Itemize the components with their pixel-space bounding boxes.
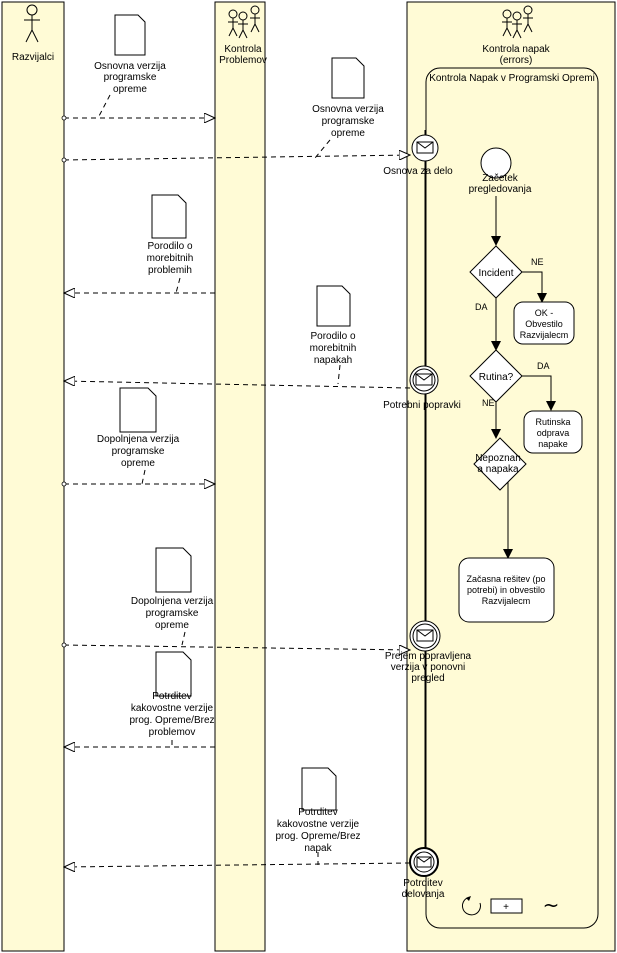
msg7-l3: prog. Opreme/Brez [129, 715, 214, 726]
msg6-l2: programske [146, 608, 199, 619]
pool-kontrola-problemov [214, 1, 266, 952]
msg3-l2: morebitnih [147, 253, 194, 264]
task-rutinska [523, 410, 583, 454]
msg2-l1: Osnovna verzija [312, 104, 384, 115]
branch-ne-1: NE [531, 257, 544, 267]
gateway-incident [469, 245, 523, 299]
task-rutinska-l2: odprava [537, 428, 570, 438]
msg1-l3: opreme [113, 84, 147, 95]
msg6-l3: opreme [155, 620, 189, 631]
pool-label-kontrola-problemov-1: Kontrola [224, 44, 262, 55]
pool-label-kontrola-napak-1: Kontrola napak [482, 44, 550, 55]
msg8-l1: Potrditev [298, 807, 337, 818]
branch-da-2: DA [537, 361, 550, 371]
collapse-marker-plus: + [503, 902, 509, 913]
start-label-1: Začetek [482, 173, 519, 184]
msg1-l1: Osnovna verzija [94, 61, 166, 72]
message-event-3 [409, 620, 441, 652]
message-event-2 [409, 365, 439, 395]
event-label-prejem-3: pregled [411, 673, 444, 684]
msg8-l4: napak [304, 843, 332, 854]
msg1-l2: programske [104, 72, 157, 83]
collapse-marker-icon [490, 898, 523, 914]
task-ok-l3: Razvijalecm [520, 330, 569, 340]
branch-ne-2: NE [482, 398, 495, 408]
task-zacasna-l1: Začasna rešitev (po [466, 574, 545, 584]
pool-label-razvijalci: Razvijalci [12, 52, 54, 63]
msg2-l2: programske [322, 116, 375, 127]
start-event [480, 147, 512, 179]
msg3-l1: Porodilo o [147, 241, 192, 252]
msg8-l3: prog. Opreme/Brez [275, 831, 360, 842]
event-label-potrebni: Potrebni popravki [383, 400, 461, 411]
subprocess-box [425, 67, 599, 929]
task-zacasna-l2: potrebi) in obvestilo [467, 585, 545, 595]
event-label-potrditev-1: Potrditev [403, 878, 442, 889]
adhoc-marker-tilde: ~ [543, 893, 560, 917]
msg4-l1: Porodilo o [310, 331, 355, 342]
group-icon-kontrola-napak [502, 5, 533, 39]
event-label-osnova: Osnova za delo [383, 166, 453, 177]
msg4-l2: morebitnih [310, 343, 357, 354]
message-labels: Osnovna verzija programske opreme Osnovn… [94, 61, 384, 854]
sequence-flows [491, 196, 556, 559]
gateway-nepoznana [473, 437, 527, 491]
message-flows [64, 118, 410, 867]
msg7-l4: problemov [149, 727, 196, 738]
gateway-rutina-label: Rutina? [479, 372, 514, 383]
msg7-l1: Potrditev [152, 691, 191, 702]
pool-label-kontrola-problemov-2: Problemov [219, 55, 267, 66]
actor-icon-razvijalci [24, 4, 40, 43]
gateway-rutina [469, 349, 523, 403]
task-rutinska-l3: napake [538, 439, 568, 449]
msg6-l1: Dopolnjena verzija [131, 596, 214, 607]
document-connectors [97, 94, 341, 865]
subprocess-title: Kontrola Napak v Programski Opremi [429, 73, 595, 84]
message-event-4 [409, 847, 439, 877]
msg5-l2: programske [112, 446, 165, 457]
pool-razvijalci [1, 1, 65, 952]
event-label-prejem-1: Prejem popravljena [385, 651, 472, 662]
msg2-l3: opreme [331, 128, 365, 139]
pool-label-kontrola-napak-2: (errors) [500, 55, 533, 66]
gateway-incident-label: Incident [478, 268, 513, 279]
task-ok-l2: Obvestilo [525, 319, 563, 329]
task-zacasna [458, 557, 555, 623]
event-label-prejem-2: verzija v ponovni [391, 662, 465, 673]
message-event-1 [411, 134, 439, 162]
task-ok-l1: OK - [535, 308, 554, 318]
gateway-nepoznana-label-2: a napaka [477, 464, 519, 475]
msg7-l2: kakovostne verzije [131, 703, 214, 714]
start-label-2: pregledovanja [469, 184, 532, 195]
task-ok [513, 301, 575, 345]
msg5-l1: Dopolnjena verzija [97, 434, 180, 445]
event-label-potrditev-2: delovanja [402, 889, 445, 900]
task-rutinska-l1: Rutinska [535, 417, 570, 427]
branch-da-1: DA [475, 302, 488, 312]
loop-marker-icon [461, 896, 481, 916]
msg3-l3: problemih [148, 265, 192, 276]
msg5-l3: opreme [121, 458, 155, 469]
document-icons [114, 14, 365, 811]
group-icon-kontrola-problemov [228, 5, 260, 39]
msg4-l3: napakah [314, 355, 352, 366]
task-zacasna-l3: Razvijalecm [482, 596, 531, 606]
gateway-nepoznana-label-1: Nepoznan [475, 453, 521, 464]
msg8-l2: kakovostne verzije [277, 819, 360, 830]
